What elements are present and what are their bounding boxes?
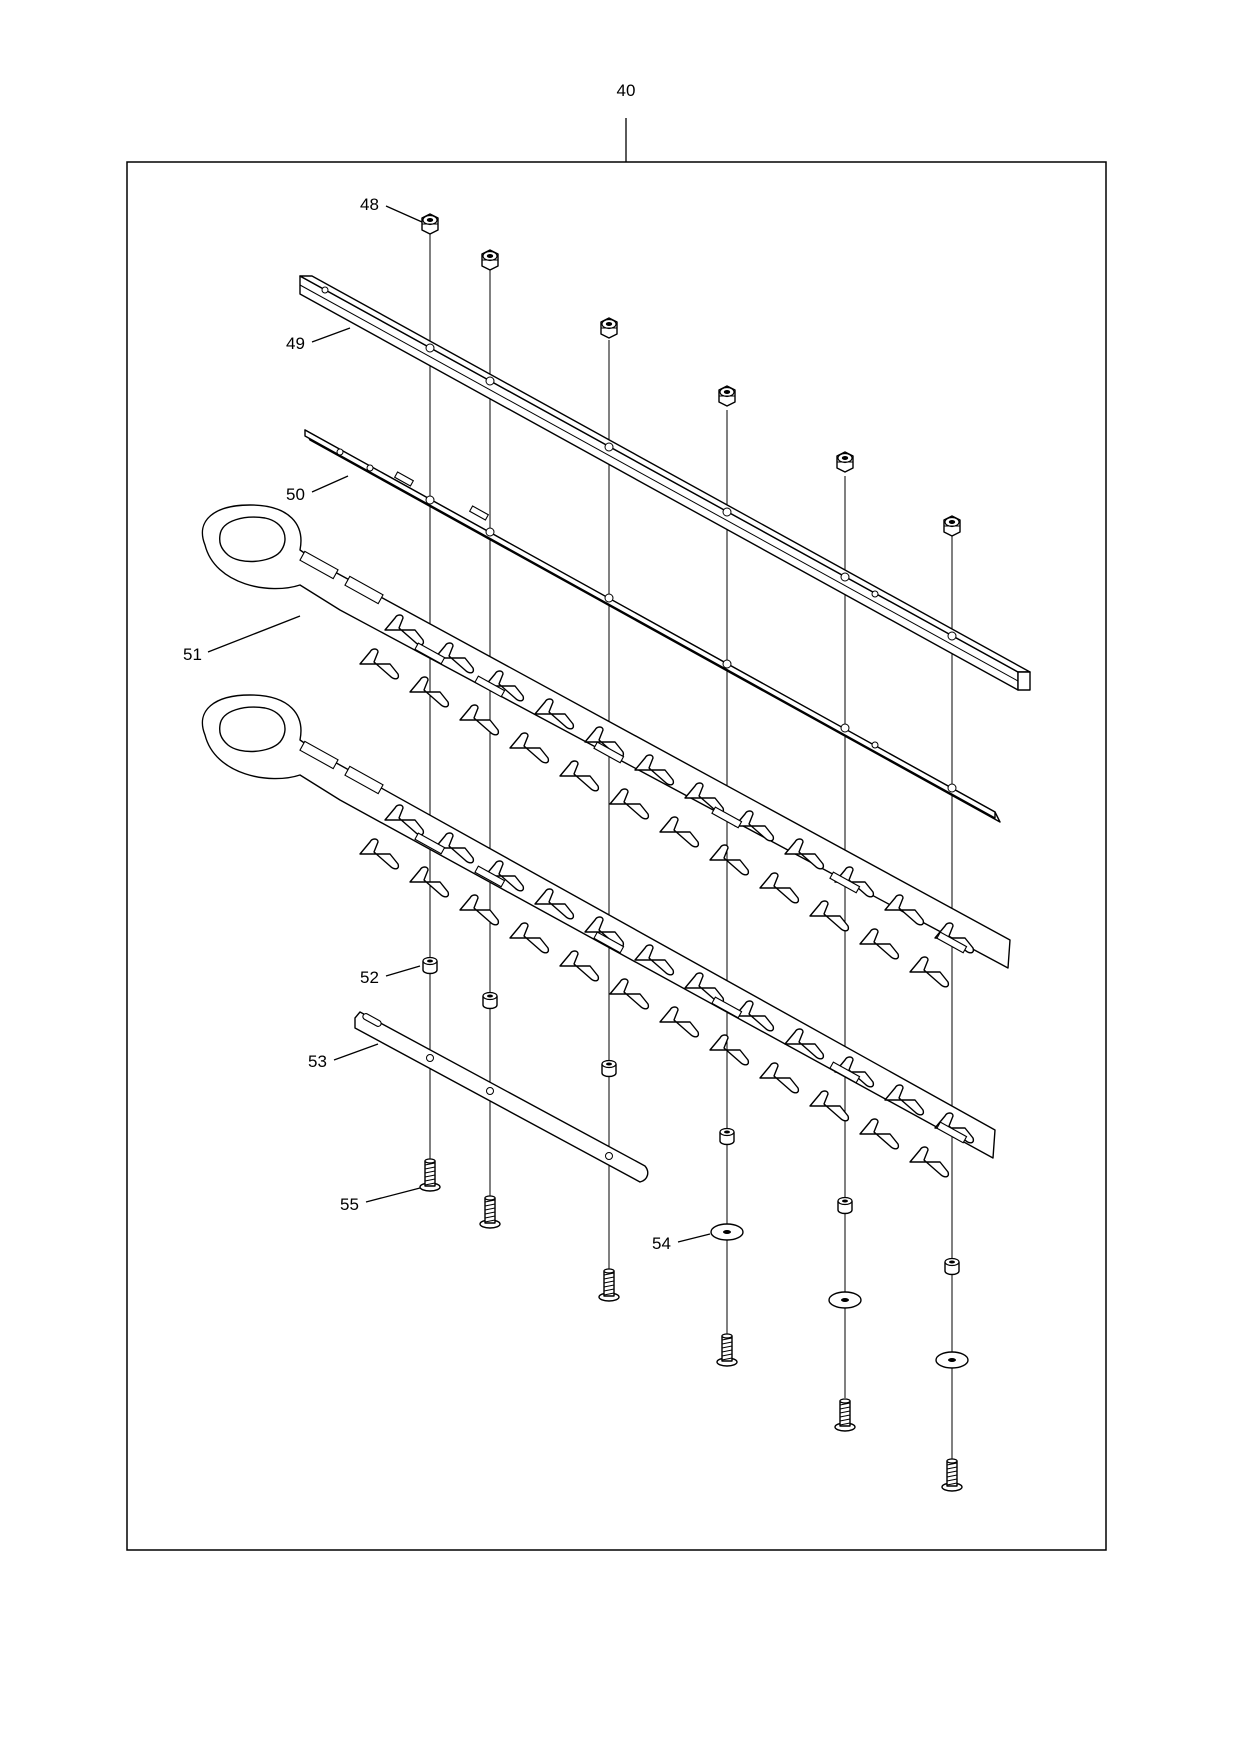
callout-52: 52	[360, 965, 421, 987]
svg-text:52: 52	[360, 968, 379, 987]
collar-set	[422, 956, 960, 1276]
callout-48: 48	[360, 195, 423, 223]
screw-set	[419, 1158, 963, 1492]
callout-51: 51	[183, 615, 301, 664]
washer-set	[710, 1223, 969, 1369]
svg-text:49: 49	[286, 334, 305, 353]
svg-text:53: 53	[308, 1052, 327, 1071]
callout-53: 53	[308, 1043, 379, 1071]
svg-text:51: 51	[183, 645, 202, 664]
upper-blade	[201, 504, 1011, 988]
spacer-strip	[304, 429, 1001, 823]
callout-55: 55	[340, 1187, 421, 1214]
assembly-callout: 40	[617, 81, 636, 100]
svg-text:50: 50	[286, 485, 305, 504]
svg-text:54: 54	[652, 1234, 671, 1253]
callout-50: 50	[286, 475, 349, 504]
svg-text:55: 55	[340, 1195, 359, 1214]
svg-text:48: 48	[360, 195, 379, 214]
assembly-axes	[429, 232, 953, 1460]
callout-49: 49	[286, 327, 351, 353]
callout-54: 54	[652, 1233, 711, 1253]
blade-guide-bar	[299, 275, 1031, 691]
diagram-frame	[126, 161, 1107, 1551]
lower-blade	[201, 694, 996, 1178]
lower-plate	[354, 1011, 649, 1183]
